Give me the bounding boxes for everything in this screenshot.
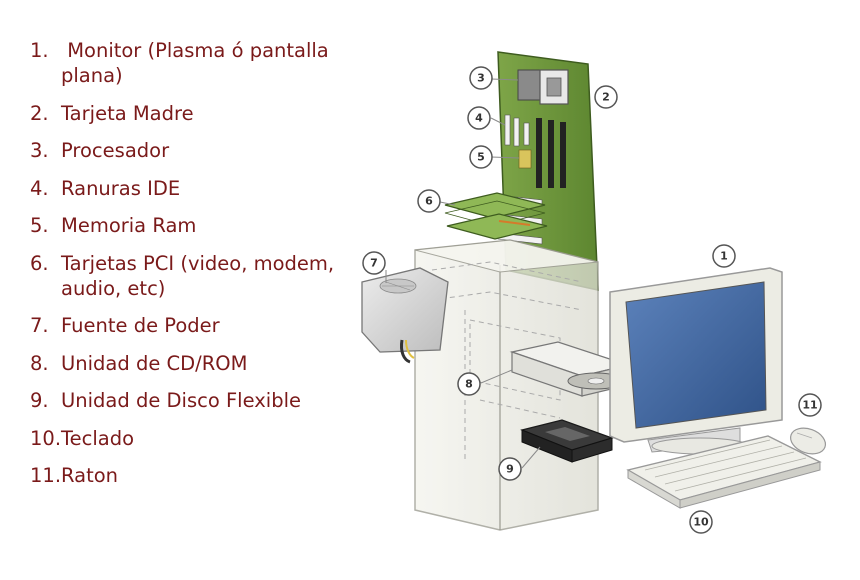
- pci-cards: [444, 192, 548, 240]
- floppy-drive: [520, 419, 614, 463]
- legend-item-ram: 5. Memoria Ram: [30, 213, 360, 238]
- legend-number: 8.: [30, 351, 49, 375]
- legend-item-motherboard: 2. Tarjeta Madre: [30, 101, 360, 126]
- legend-label: Raton: [61, 464, 119, 487]
- legend-number: 10.: [30, 426, 62, 450]
- badge-ram: 5: [469, 145, 493, 169]
- badge-motherboard: 2: [594, 85, 618, 109]
- legend-label: Teclado: [61, 426, 135, 450]
- badge-number: 5: [477, 151, 485, 164]
- legend-item-power-supply: 7. Fuente de Poder: [30, 313, 360, 338]
- legend-number: 6.: [30, 251, 49, 275]
- badge-number: 1: [720, 250, 728, 263]
- badge-number: 2: [602, 91, 610, 104]
- badge-ide-slots: 4: [467, 106, 491, 130]
- processor: [539, 69, 569, 105]
- legend-label: Monitor (Plasma ó pantalla plana): [61, 39, 335, 87]
- component-legend: 1. Monitor (Plasma ó pantalla plana) 2. T…: [30, 38, 360, 501]
- legend-label: Procesador: [61, 139, 170, 162]
- legend-item-keyboard: 10.Teclado: [30, 426, 360, 451]
- monitor: [609, 267, 783, 455]
- badge-keyboard: 10: [689, 510, 713, 534]
- legend-number: 11.: [30, 464, 62, 487]
- mouse: [789, 427, 827, 455]
- badge-pci-cards: 6: [417, 189, 441, 213]
- legend-number: 5.: [30, 214, 49, 237]
- badge-number: 9: [506, 463, 514, 476]
- legend-label: Memoria Ram: [61, 214, 197, 237]
- ram-slots: [518, 118, 566, 188]
- badge-number: 8: [465, 378, 473, 391]
- badge-mouse: 11: [798, 393, 822, 417]
- legend-number: 9.: [30, 389, 49, 412]
- legend-label: Tarjetas PCI (video, modem, audio, etc): [61, 251, 341, 300]
- keyboard: [626, 435, 822, 509]
- legend-item-processor: 3. Procesador: [30, 138, 360, 163]
- badge-processor: 3: [469, 66, 493, 90]
- legend-item-pci-cards: 6. Tarjetas PCI (video, modem, audio, etc…: [30, 251, 360, 301]
- badge-power-supply: 7: [362, 251, 386, 275]
- badge-number: 6: [425, 195, 433, 208]
- legend-number: 2.: [30, 101, 49, 125]
- legend-item-monitor: 1. Monitor (Plasma ó pantalla plana): [30, 38, 360, 88]
- legend-number: 1.: [30, 39, 49, 62]
- legend-label: Tarjeta Madre: [61, 101, 194, 125]
- badge-monitor: 1: [712, 244, 736, 268]
- legend-label: Fuente de Poder: [61, 314, 220, 337]
- legend-item-cdrom: 8. Unidad de CD/ROM: [30, 351, 360, 376]
- legend-label: Unidad de CD/ROM: [61, 351, 248, 375]
- ide-slots: [504, 114, 530, 147]
- legend-item-ide-slots: 4. Ranuras IDE: [30, 176, 360, 201]
- badge-floppy: 9: [498, 457, 522, 481]
- legend-number: 3.: [30, 139, 49, 162]
- badge-number: 10: [693, 516, 709, 529]
- badge-number: 3: [477, 72, 485, 85]
- badge-number: 7: [370, 257, 378, 270]
- legend-number: 4.: [30, 176, 49, 200]
- badge-cdrom: 8: [457, 372, 481, 396]
- legend-item-mouse: 11.Raton: [30, 463, 360, 488]
- leader-lines: [385, 78, 541, 469]
- legend-item-floppy: 9. Unidad de Disco Flexible: [30, 388, 360, 413]
- badge-number: 11: [802, 399, 817, 412]
- legend-number: 7.: [30, 314, 49, 337]
- legend-label: Ranuras IDE: [61, 176, 181, 200]
- power-supply: [361, 267, 449, 364]
- badge-number: 4: [475, 112, 483, 125]
- legend-label: Unidad de Disco Flexible: [61, 389, 302, 412]
